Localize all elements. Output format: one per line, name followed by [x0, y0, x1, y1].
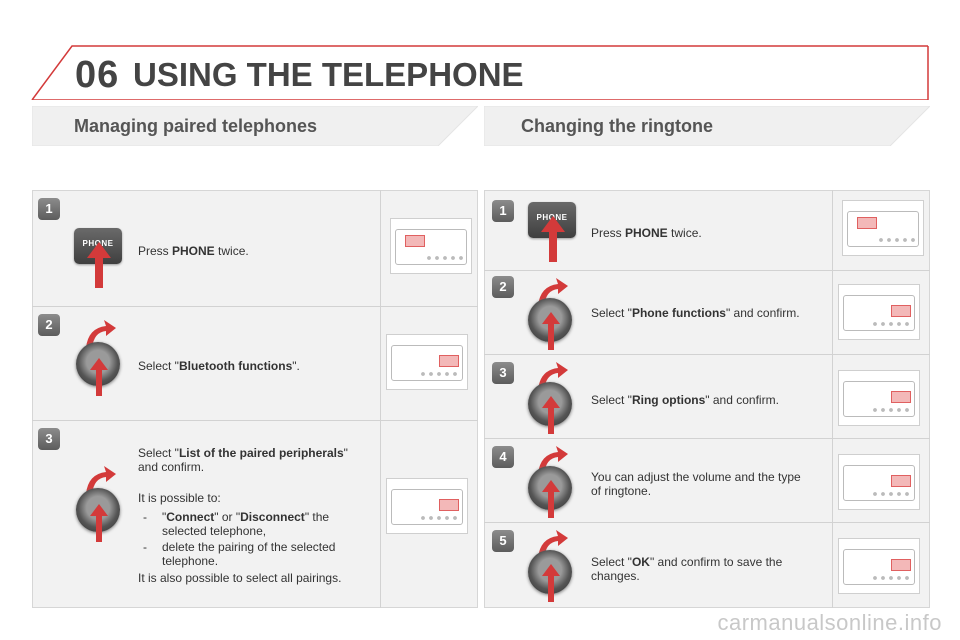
arrow-up-icon: [541, 216, 565, 262]
left-section-band: [32, 106, 478, 146]
row-divider: [484, 270, 930, 271]
column-divider: [832, 190, 833, 608]
row-divider: [484, 438, 930, 439]
radio-panel-illustration: [390, 218, 472, 274]
bullet-line: telephone.: [162, 554, 219, 568]
step-number-badge: 3: [492, 362, 514, 384]
step-number-badge: 3: [38, 428, 60, 450]
phone-button-label: PHONE: [528, 213, 576, 222]
row-divider: [484, 522, 930, 523]
bullet-delete: delete the pairing of the selected: [162, 540, 336, 554]
chapter-number: 06: [75, 54, 120, 96]
possibilities-intro: It is possible to:: [138, 491, 221, 505]
section-title-left: Managing paired telephones: [74, 116, 318, 136]
phone-button-label: PHONE: [74, 239, 122, 248]
step-number-badge: 2: [38, 314, 60, 336]
arrow-up-icon: [542, 480, 560, 518]
rotate-arrow-icon: [86, 466, 116, 494]
step-text-line: and confirm.: [138, 460, 205, 474]
section-title-right: Changing the ringtone: [521, 116, 713, 136]
knob-highlight: [891, 559, 911, 571]
arrow-up-icon: [87, 242, 111, 288]
step-text: Select "Bluetooth functions".: [138, 359, 300, 373]
knob-highlight: [891, 391, 911, 403]
radio-panel-illustration: [386, 478, 468, 534]
rotate-arrow-icon: [86, 320, 116, 348]
right-section-band: [484, 106, 930, 146]
closing-note: It is also possible to select all pairin…: [138, 571, 342, 585]
step-text: Select "Ring options" and confirm.: [591, 393, 779, 407]
radio-panel-illustration: [386, 334, 468, 390]
step-text: Select "Phone functions" and confirm.: [591, 306, 800, 320]
row-divider: [484, 354, 930, 355]
header-frame: [31, 45, 929, 100]
step-number-badge: 4: [492, 446, 514, 468]
step-text: Press PHONE twice.: [138, 244, 249, 258]
arrow-up-icon: [90, 358, 108, 396]
step-text: Select "OK" and confirm to save the: [591, 555, 783, 569]
phone-key-highlight: [405, 235, 425, 247]
step-text: You can adjust the volume and the type: [591, 470, 801, 484]
knob-highlight: [891, 305, 911, 317]
column-divider: [380, 190, 381, 608]
step-number-badge: 2: [492, 276, 514, 298]
radio-panel-illustration: [838, 538, 920, 594]
step-text-line: of ringtone.: [591, 484, 652, 498]
step-text: Press PHONE twice.: [591, 226, 702, 240]
row-divider: [32, 306, 478, 307]
step-number-badge: 1: [492, 200, 514, 222]
radio-panel-illustration: [838, 284, 920, 340]
phone-key-highlight: [857, 217, 877, 229]
radio-panel-illustration: [838, 370, 920, 426]
bullet-connect: "Connect" or "Disconnect" the: [162, 510, 330, 524]
step-text-line: changes.: [591, 569, 640, 583]
bullet-dash: -: [143, 540, 147, 554]
row-divider: [32, 420, 478, 421]
step-number-badge: 5: [492, 530, 514, 552]
chapter-title: USING THE TELEPHONE: [133, 56, 524, 93]
arrow-up-icon: [542, 564, 560, 602]
step-text: Select "List of the paired peripherals": [138, 446, 348, 460]
knob-highlight: [439, 499, 459, 511]
arrow-up-icon: [542, 396, 560, 434]
knob-highlight: [891, 475, 911, 487]
arrow-up-icon: [542, 312, 560, 350]
bullet-dash: -: [143, 510, 147, 524]
radio-panel-illustration: [842, 200, 924, 256]
step-number-badge: 1: [38, 198, 60, 220]
radio-panel-illustration: [838, 454, 920, 510]
knob-highlight: [439, 355, 459, 367]
bullet-line: selected telephone,: [162, 524, 267, 538]
watermark: carmanualsonline.info: [717, 610, 942, 635]
arrow-up-icon: [90, 504, 108, 542]
